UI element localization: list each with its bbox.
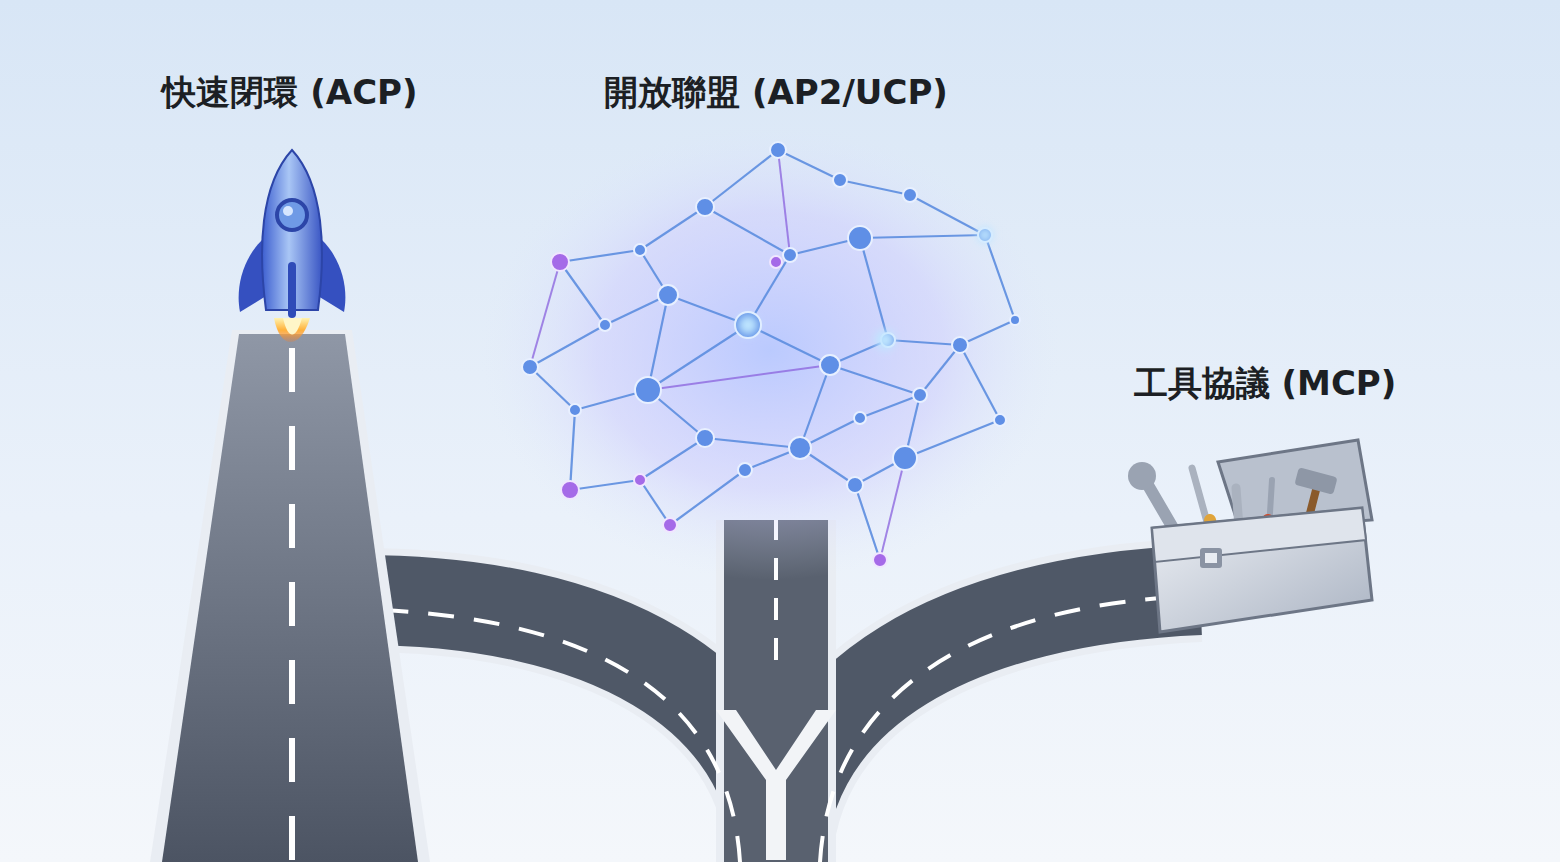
road-label: 工具協議 (MCP)	[1134, 363, 1397, 404]
road-label: 開放聯盟 (AP2/UCP)	[604, 72, 948, 113]
road-label: 快速閉環 (ACP)	[162, 72, 417, 113]
